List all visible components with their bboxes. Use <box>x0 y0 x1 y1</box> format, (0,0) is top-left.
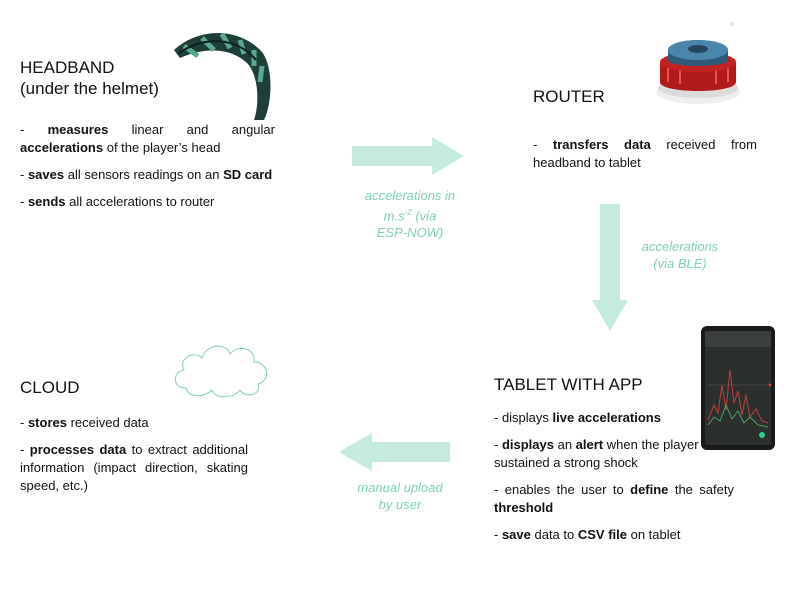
router-item-1: - transfers data received from headband … <box>533 137 757 170</box>
tablet-item-1: - displays live accelerations <box>494 410 661 425</box>
tablet-item-4: - save data to CSV file on tablet <box>494 527 681 542</box>
headband-item-3: - sends all accelerations to router <box>20 194 215 209</box>
headband-image <box>174 32 271 120</box>
tablet-description: - displays live accelerations - displays… <box>494 409 734 553</box>
cloud-title: CLOUD <box>20 378 80 397</box>
router-description: - transfers data received from headband … <box>533 136 757 181</box>
tablet-item-3: - enables the user to define the safety … <box>494 482 734 515</box>
arrow-label-ble: accelerations (via BLE) <box>641 239 719 271</box>
router-title: ROUTER <box>533 87 605 106</box>
arrow-router-to-tablet <box>592 204 628 331</box>
arrow-label-esp-now: accelerations in m.s-2 (via ESP-NOW) <box>364 188 456 241</box>
cloud-item-2: - processes data to extract additional i… <box>20 442 248 493</box>
arrow-label-manual-upload: manual upload by user <box>357 480 443 512</box>
headband-description: - measures linear and angular accelerati… <box>20 121 275 220</box>
headband-item-1: - measures linear and angular accelerati… <box>20 122 275 155</box>
router-image <box>656 22 740 104</box>
headband-title-line1: HEADBAND <box>20 58 115 77</box>
headband-title: HEADBAND (under the helmet) <box>20 57 220 99</box>
headband-item-2: - saves all sensors readings on an SD ca… <box>20 167 273 182</box>
arrow-headband-to-router <box>352 137 464 175</box>
headband-title-line2: (under the helmet) <box>20 79 159 98</box>
tablet-title: TABLET WITH APP <box>494 375 643 394</box>
cloud-icon <box>174 345 268 398</box>
tablet-image <box>701 326 775 450</box>
tablet-item-2: - displays an alert when the player sust… <box>494 437 699 470</box>
arrow-tablet-to-cloud <box>339 433 450 471</box>
cloud-item-1: - stores received data <box>20 415 149 430</box>
cloud-description: - stores received data - processes data … <box>20 414 248 504</box>
